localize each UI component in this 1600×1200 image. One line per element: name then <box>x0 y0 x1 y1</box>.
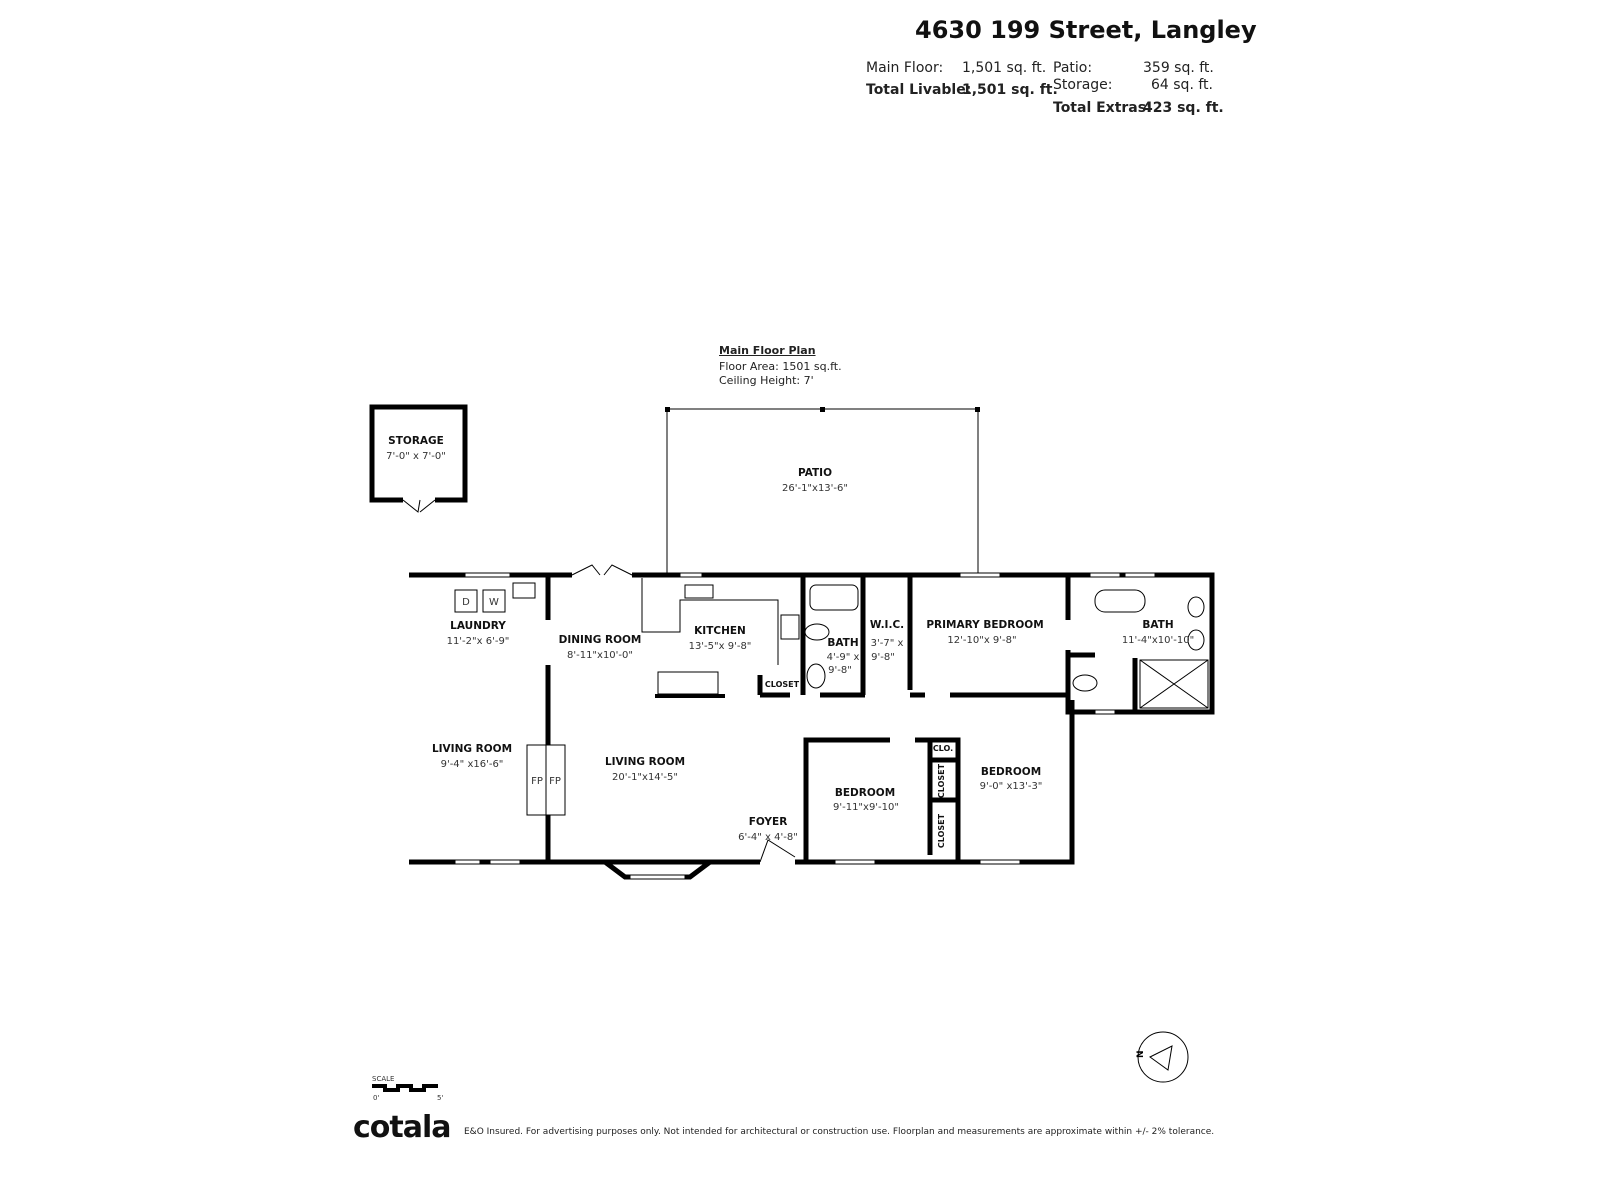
plan-floor-area: Floor Area: 1501 sq.ft. <box>719 360 842 373</box>
storage-label: STORAGE <box>388 435 444 447</box>
laundry-name: LAUNDRY <box>450 620 506 632</box>
interior-walls <box>545 575 1138 862</box>
dryer-label: D <box>462 597 470 608</box>
wic-dims: 3'-7" x <box>871 638 904 649</box>
total-livable-label: Total Livable: <box>866 82 972 98</box>
storage-label: Storage: <box>1053 77 1113 93</box>
living-main-dims: 20'-1"x14'-5" <box>612 772 678 783</box>
closet-label: CLOSET <box>937 813 946 848</box>
property-address: 4630 199 Street, Langley <box>915 16 1257 44</box>
bedroom1-dims: 9'-11"x9'-10" <box>833 802 899 813</box>
compass <box>1137 1031 1189 1083</box>
ensuite-sink <box>1187 596 1205 618</box>
main-floor-label: Main Floor: <box>866 60 944 76</box>
wic-dims2: 9'-8" <box>871 652 895 663</box>
total-extras-label: Total Extras: <box>1053 100 1152 116</box>
scale-max: 5' <box>437 1094 443 1102</box>
primary-bedroom-dims: 12'-10"x 9'-8" <box>947 635 1016 646</box>
plan-title: Main Floor Plan <box>719 344 816 357</box>
ensuite-name: BATH <box>1142 619 1173 631</box>
living-main-name: LIVING ROOM <box>605 756 685 768</box>
entry-door <box>759 839 796 863</box>
total-extras-value: 423 sq. ft. <box>1143 100 1224 116</box>
patio-name: PATIO <box>798 467 832 479</box>
ensuite-sink <box>1187 629 1205 651</box>
primary-bedroom-name: PRIMARY BEDROOM <box>926 619 1043 631</box>
toilet <box>804 623 830 641</box>
kitchen-closet-label: CLOSET <box>765 680 800 689</box>
bedroom2-name: BEDROOM <box>981 766 1041 778</box>
toilet-ensuite <box>1072 674 1098 692</box>
living-left-dims: 9'-4" x16'-6" <box>441 759 504 770</box>
wic-name: W.I.C. <box>870 619 904 631</box>
washer-label: W <box>489 597 499 608</box>
fireplace-label: FP <box>531 776 543 787</box>
dining-door <box>571 564 633 576</box>
foyer-name: FOYER <box>749 816 788 828</box>
windows <box>454 572 1156 880</box>
disclaimer: E&O Insured. For advertising purposes on… <box>464 1127 1215 1137</box>
main-floor-value: 1,501 sq. ft. <box>962 60 1047 76</box>
bath1-dims2: 9'-8" <box>828 665 852 676</box>
kitchen-name: KITCHEN <box>694 625 746 637</box>
foyer-dims: 6'-4" x 4'-8" <box>738 832 798 843</box>
dryer <box>454 589 478 613</box>
living-left-name: LIVING ROOM <box>432 743 512 755</box>
laundry-dims: 11'-2"x 6'-9" <box>447 636 510 647</box>
bedroom1-name: BEDROOM <box>835 787 895 799</box>
shower <box>1139 659 1209 709</box>
storage-door <box>402 499 436 513</box>
patio-label: Patio: <box>1053 60 1093 76</box>
fireplace-label: FP <box>549 776 561 787</box>
bedroom2-dims: 9'-0" x13'-3" <box>980 781 1043 792</box>
scale-min: 0' <box>373 1094 379 1102</box>
bath1-name: BATH <box>827 637 858 649</box>
scale-label: SCALE <box>372 1075 394 1083</box>
patio-value: 359 sq. ft. <box>1143 60 1214 76</box>
storage-value: 64 sq. ft. <box>1151 77 1213 93</box>
patio-dims: 26'-1"x13'-6" <box>782 483 848 494</box>
dining-name: DINING ROOM <box>559 634 642 646</box>
compass-north: N <box>1136 1050 1146 1058</box>
cotala-logo: cotala <box>353 1110 452 1145</box>
storage-dims: 7'-0" x 7'-0" <box>386 451 446 462</box>
kitchen-island <box>657 671 719 695</box>
vanity-sink <box>806 663 826 689</box>
laundry-sink <box>512 582 536 599</box>
ensuite-dims: 11'-4"x10'-10" <box>1122 635 1194 646</box>
kitchen-dims: 13'-5"x 9'-8" <box>689 641 752 652</box>
plan-ceiling-height: Ceiling Height: 7' <box>719 374 814 387</box>
bathtub <box>809 584 859 611</box>
bath1-dims: 4'-9" x <box>827 652 860 663</box>
kitchen-sink <box>684 584 714 599</box>
exterior-walls <box>409 572 1215 880</box>
dining-dims: 8'-11"x10'-0" <box>567 650 633 661</box>
closet-label: CLOSET <box>937 763 946 798</box>
total-livable-value: 1,501 sq. ft. <box>962 82 1058 98</box>
soaker-tub <box>1094 589 1146 613</box>
scale-bar <box>372 1084 438 1092</box>
clo-label: CLO. <box>933 744 953 753</box>
compass-arrow-icon <box>1149 1045 1173 1071</box>
stove <box>780 614 800 640</box>
kitchen-counter <box>641 578 779 665</box>
washer <box>482 589 506 613</box>
